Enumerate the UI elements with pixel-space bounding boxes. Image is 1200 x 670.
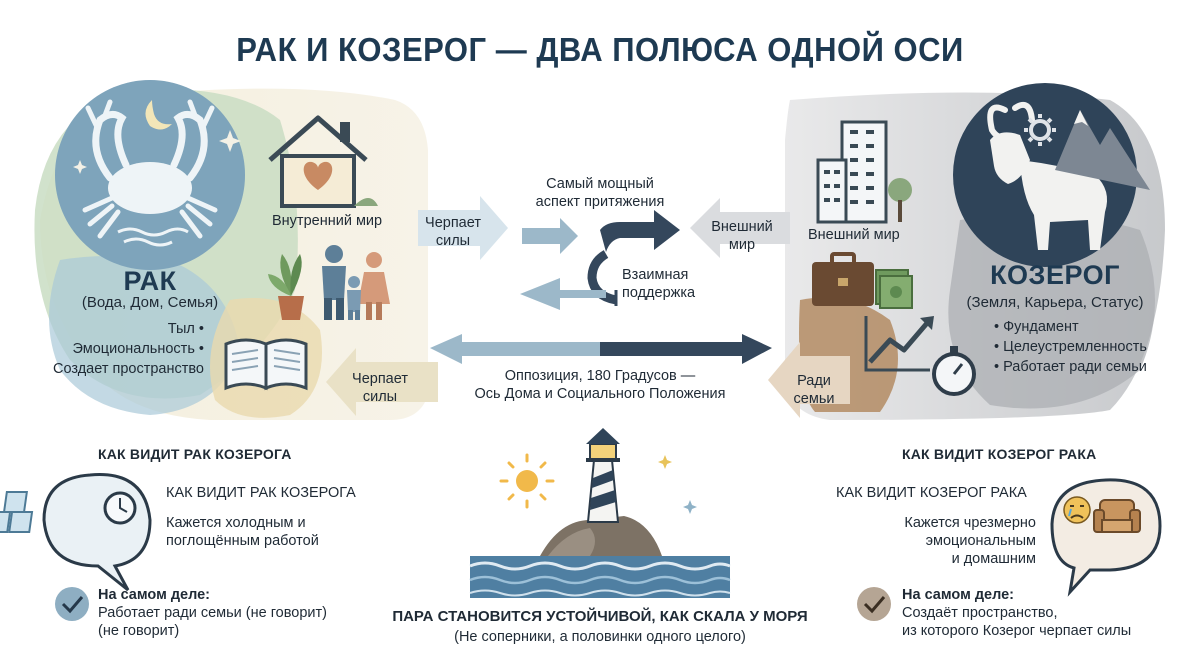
star-icon xyxy=(683,500,697,514)
opposition-axis xyxy=(430,334,772,364)
capricorn-view-text: Кажется чрезмерно эмоциональным и домашн… xyxy=(904,515,1036,567)
outer-world-arrow-label: Внешний мир xyxy=(711,219,773,253)
outer-world-arrow xyxy=(690,198,790,258)
capricorn-name: КОЗЕРОГ xyxy=(990,260,1120,290)
cancer-view-title: КАК ВИДИТ РАК КОЗЕРОГА xyxy=(166,485,356,501)
capricorn-view-title: КАК ВИДИТ КОЗЕРОГ РАКА xyxy=(836,485,1027,501)
capricorn-trait: • Работает ради семьи xyxy=(994,359,1147,375)
sea-waves xyxy=(469,556,731,598)
cancer-trait: Создает пространство xyxy=(53,361,204,377)
crying-face-icon xyxy=(1063,496,1091,524)
check-icon xyxy=(55,587,89,621)
attraction-label: Самый мощный аспект притяжения xyxy=(535,176,665,210)
moon-icon xyxy=(145,100,172,130)
cancer-view-text: Кажется холодным и поглощённым работой xyxy=(166,515,319,549)
briefcase-icon xyxy=(812,252,874,306)
stopwatch-icon xyxy=(932,346,976,396)
star-icon xyxy=(73,160,87,174)
plant-icon xyxy=(268,254,304,320)
building-icon xyxy=(816,120,912,224)
cancer-name: РАК xyxy=(123,266,177,296)
growth-chart-icon xyxy=(864,316,934,372)
for-family-label: Ради семьи xyxy=(793,373,835,407)
capricorn-view-header: КАК ВИДИТ КОЗЕРОГ РАКА xyxy=(902,446,1097,462)
capricorn-subtitle: (Земля, Карьера, Статус) xyxy=(966,294,1144,311)
gear-icon xyxy=(1024,114,1056,146)
cancer-view-bubble xyxy=(42,473,152,592)
draws-strength-label-top: Черпает силы xyxy=(425,215,481,249)
opposition-label: Оппозиция, 180 Градусов — Ось Дома и Соц… xyxy=(474,368,726,402)
goat-icon xyxy=(987,102,1108,250)
capricorn-trait: • Целеустремленность xyxy=(994,339,1147,355)
cancer-trait: Тыл • xyxy=(167,321,204,337)
for-family-arrow xyxy=(768,342,850,418)
bottom-subline: (Не соперники, а половинки одного целого… xyxy=(454,629,746,645)
outer-world-label: Внешний мир xyxy=(808,227,900,243)
capricorn-reality-text: Создаёт пространство, из которого Козеро… xyxy=(902,605,1132,639)
crab-icon xyxy=(82,99,218,247)
page-title: РАК И КОЗЕРОГ — ДВА ПОЛЮСА ОДНОЙ ОСИ xyxy=(236,30,964,69)
draws-strength-arrow-top xyxy=(418,196,508,260)
house-heart-icon xyxy=(268,115,378,208)
family-icon xyxy=(322,245,390,320)
draws-strength-label-bottom: Черпает силы xyxy=(352,371,408,405)
capricorn-view-bubble xyxy=(1050,478,1162,597)
cancer-view-header: КАК ВИДИТ РАК КОЗЕРОГА xyxy=(98,446,292,462)
clock-icon xyxy=(103,491,137,525)
cancer-reality-text: Работает ради семьи (не говорит) (не гов… xyxy=(98,605,327,639)
capricorn-trait: • Фундамент xyxy=(994,319,1079,335)
cancer-subtitle: (Вода, Дом, Семья) xyxy=(81,294,219,311)
attraction-cycle-icon xyxy=(520,210,680,310)
lighthouse-icon xyxy=(540,428,662,556)
sun-icon xyxy=(499,453,555,509)
bottom-headline: ПАРА СТАНОВИТСЯ УСТОЙЧИВОЙ, КАК СКАЛА У … xyxy=(392,608,808,625)
draws-strength-arrow-bottom xyxy=(326,348,438,416)
check-icon xyxy=(857,587,891,621)
money-icon xyxy=(875,269,913,309)
mutual-support-label: Взаимная поддержка xyxy=(622,267,696,301)
ice-cubes-icon xyxy=(0,491,34,533)
inner-world-label: Внутренний мир xyxy=(272,213,383,229)
armchair-icon xyxy=(1093,499,1141,533)
star-icon xyxy=(219,130,241,152)
cancer-trait: Эмоциональность • xyxy=(72,341,204,357)
mountain-icon xyxy=(1055,110,1150,190)
book-icon xyxy=(224,338,308,391)
capricorn-reality-label: На самом деле: xyxy=(902,587,1015,603)
star-icon xyxy=(658,455,672,469)
cancer-reality-label: На самом деле: xyxy=(98,587,211,603)
